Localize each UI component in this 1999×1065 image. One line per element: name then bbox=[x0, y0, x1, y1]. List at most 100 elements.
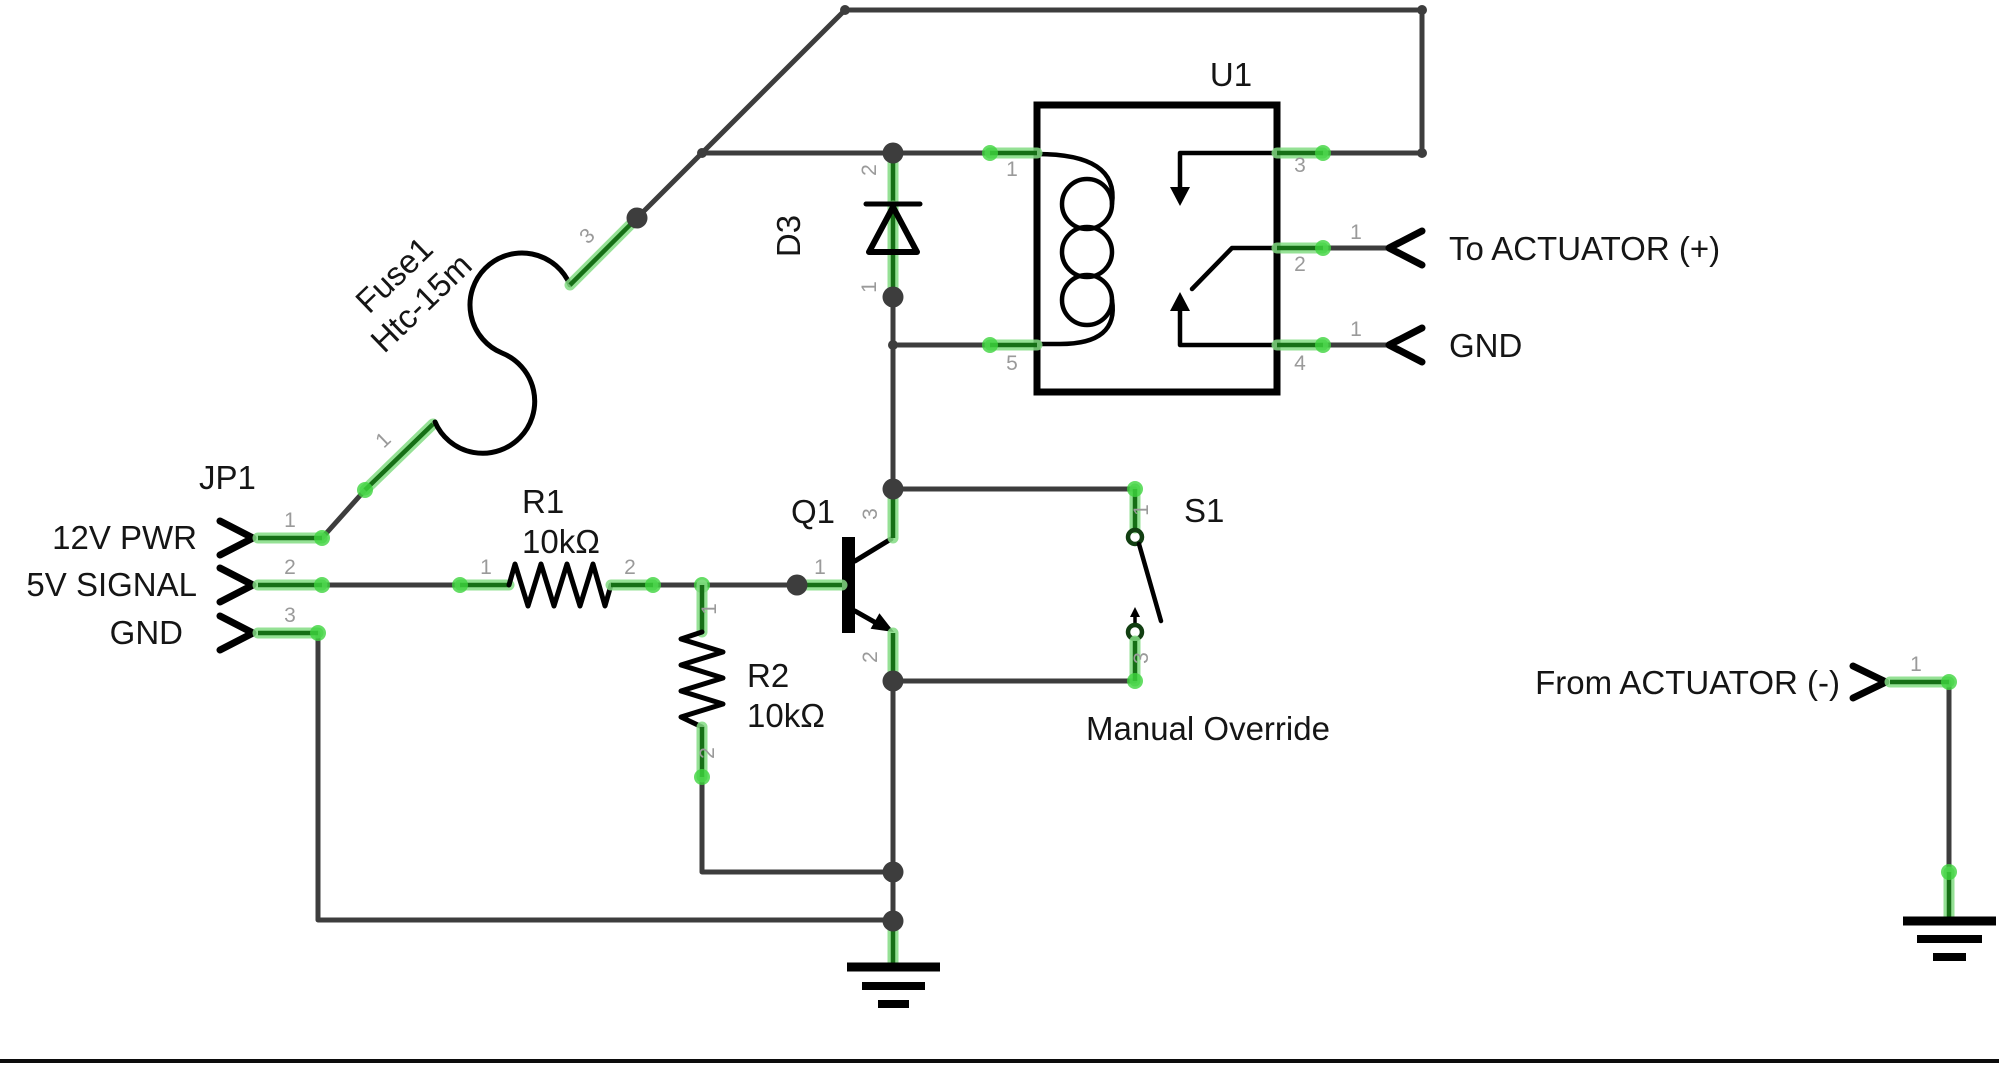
bend-dot bbox=[697, 148, 707, 158]
s1-pin1-number: 1 bbox=[1130, 504, 1153, 516]
junction-dot bbox=[882, 910, 904, 932]
u1-pin3-leg bbox=[1271, 145, 1331, 161]
junction-dot bbox=[882, 478, 904, 500]
resistor-r2: 1 2 R2 10kΩ bbox=[678, 577, 825, 785]
connector-jp1: JP1 12V PWR 5V SIGNAL GND 1 2 3 bbox=[26, 459, 330, 654]
diode-d3: 2 1 D3 bbox=[770, 147, 923, 303]
s1-pin3-number: 3 bbox=[1130, 652, 1153, 664]
q1-designator: Q1 bbox=[791, 493, 835, 530]
wire-jp1-gnd bbox=[315, 630, 896, 923]
gnd-right-chevron-icon bbox=[1385, 324, 1426, 366]
bend-dot bbox=[1417, 148, 1427, 158]
q1-emitter-line bbox=[852, 608, 881, 627]
u1-pin1-number: 1 bbox=[1006, 158, 1018, 181]
q1-pin2-number: 2 bbox=[859, 651, 882, 663]
junction-dot bbox=[626, 207, 648, 229]
d3-anode-triangle-icon bbox=[866, 204, 920, 255]
r2-pin2-leg bbox=[694, 721, 710, 785]
actuator-neg-pin-leg bbox=[1884, 674, 1957, 690]
jp1-pin1-number: 1 bbox=[284, 509, 296, 532]
jp1-pin1-leg bbox=[252, 530, 330, 546]
fuse1-pin1-leg bbox=[357, 418, 439, 498]
s1-blade-icon bbox=[1136, 541, 1164, 624]
s1-bottom-arrow-icon bbox=[1130, 607, 1140, 617]
q1-pin3-number: 3 bbox=[859, 508, 882, 520]
d3-designator: D3 bbox=[770, 215, 807, 257]
r2-pin1-number: 1 bbox=[698, 603, 721, 615]
jp1-pin3-number: 3 bbox=[284, 604, 296, 627]
jp1-pin3-leg bbox=[252, 625, 326, 641]
jp1-pin2-net-label: 5V SIGNAL bbox=[26, 566, 197, 603]
u1-pin5-number: 5 bbox=[1006, 352, 1018, 375]
jp1-pin2-number: 2 bbox=[284, 556, 296, 579]
jp1-designator: JP1 bbox=[199, 459, 256, 496]
s1-caption: Manual Override bbox=[1086, 710, 1330, 747]
r1-pin1-leg bbox=[452, 577, 515, 593]
fuse1-pin3-leg bbox=[564, 212, 643, 291]
fuse-fuse1: 1 3 Fuse1 Htc-15m bbox=[348, 212, 643, 498]
u1-switch-icon bbox=[1170, 150, 1280, 348]
s1-top-contact-icon bbox=[1125, 527, 1145, 547]
gnd-right-pin-number: 1 bbox=[1350, 318, 1362, 341]
wire-top-rail bbox=[634, 7, 1425, 221]
u1-arrow-down-icon bbox=[1170, 187, 1190, 206]
actuator-pos-chevron-icon bbox=[1385, 227, 1426, 269]
u1-pin4-number: 4 bbox=[1294, 352, 1306, 375]
u1-pin5-leg bbox=[982, 337, 1043, 353]
junction-dot bbox=[882, 142, 904, 164]
u1-designator: U1 bbox=[1210, 56, 1252, 93]
jp1-pin1-chevron-icon bbox=[216, 517, 257, 559]
r2-zigzag-icon bbox=[678, 629, 726, 730]
actuator-pos-label: To ACTUATOR (+) bbox=[1449, 230, 1720, 267]
net-wires bbox=[315, 7, 1952, 924]
fuse1-squiggle-icon bbox=[432, 250, 573, 456]
r1-value: 10kΩ bbox=[522, 523, 600, 560]
d3-pin2-number: 2 bbox=[858, 164, 881, 176]
r1-pin1-number: 1 bbox=[480, 556, 492, 579]
actuator-neg-chevron-icon bbox=[1849, 662, 1890, 702]
gnd-right-label: GND bbox=[1449, 327, 1522, 364]
r2-designator: R2 bbox=[747, 657, 789, 694]
ground-symbol-left bbox=[847, 915, 940, 1008]
port-from-actuator-neg: From ACTUATOR (-) 1 bbox=[1535, 653, 1957, 702]
ground-right-leg bbox=[1941, 864, 1957, 924]
jp1-pin2-leg bbox=[252, 577, 330, 593]
q1-emitter-arrow-icon bbox=[870, 613, 894, 632]
q1-collector-line bbox=[852, 536, 894, 564]
wire-bend-dots bbox=[697, 5, 1427, 350]
q1-base-bar-icon bbox=[842, 537, 855, 633]
junction-dot bbox=[786, 574, 808, 596]
r2-pin2-number: 2 bbox=[696, 747, 719, 759]
fuse1-pin3-number: 3 bbox=[575, 224, 599, 249]
s1-pin3-leg bbox=[1127, 635, 1143, 689]
u1-arrow-up-icon bbox=[1170, 292, 1190, 311]
r1-pin2-leg bbox=[605, 577, 661, 593]
port-to-actuator-pos: 1 To ACTUATOR (+) bbox=[1350, 221, 1720, 269]
r1-designator: R1 bbox=[522, 483, 564, 520]
u1-pin1-leg bbox=[982, 145, 1043, 161]
switch-s1: S1 1 3 Manual Override bbox=[1086, 481, 1330, 747]
junction-dot bbox=[882, 861, 904, 883]
jp1-pin2-chevron-icon bbox=[216, 564, 257, 606]
junction-dot bbox=[882, 670, 904, 692]
resistor-r1: R1 10kΩ 1 2 bbox=[452, 483, 661, 609]
u1-pin3-number: 3 bbox=[1294, 154, 1306, 177]
port-gnd-right: 1 GND bbox=[1350, 318, 1522, 366]
s1-pin1-leg bbox=[1127, 481, 1143, 534]
q1-pin1-number: 1 bbox=[814, 556, 826, 579]
actuator-pos-pin-number: 1 bbox=[1350, 221, 1362, 244]
d3-pin1-number: 1 bbox=[858, 281, 881, 293]
u1-pin2-number: 2 bbox=[1294, 253, 1306, 276]
r1-pin2-number: 2 bbox=[624, 556, 636, 579]
actuator-neg-pin-number: 1 bbox=[1910, 653, 1922, 676]
s1-designator: S1 bbox=[1184, 492, 1224, 529]
u1-pin2-leg bbox=[1271, 240, 1331, 256]
fuse1-pin1-number: 1 bbox=[371, 428, 395, 453]
wire-r2-to-ground bbox=[699, 774, 896, 875]
u1-pin4-leg bbox=[1271, 337, 1331, 353]
r2-value: 10kΩ bbox=[747, 697, 825, 734]
jp1-pin1-net-label: 12V PWR bbox=[52, 519, 197, 556]
r1-zigzag-icon bbox=[506, 561, 614, 609]
